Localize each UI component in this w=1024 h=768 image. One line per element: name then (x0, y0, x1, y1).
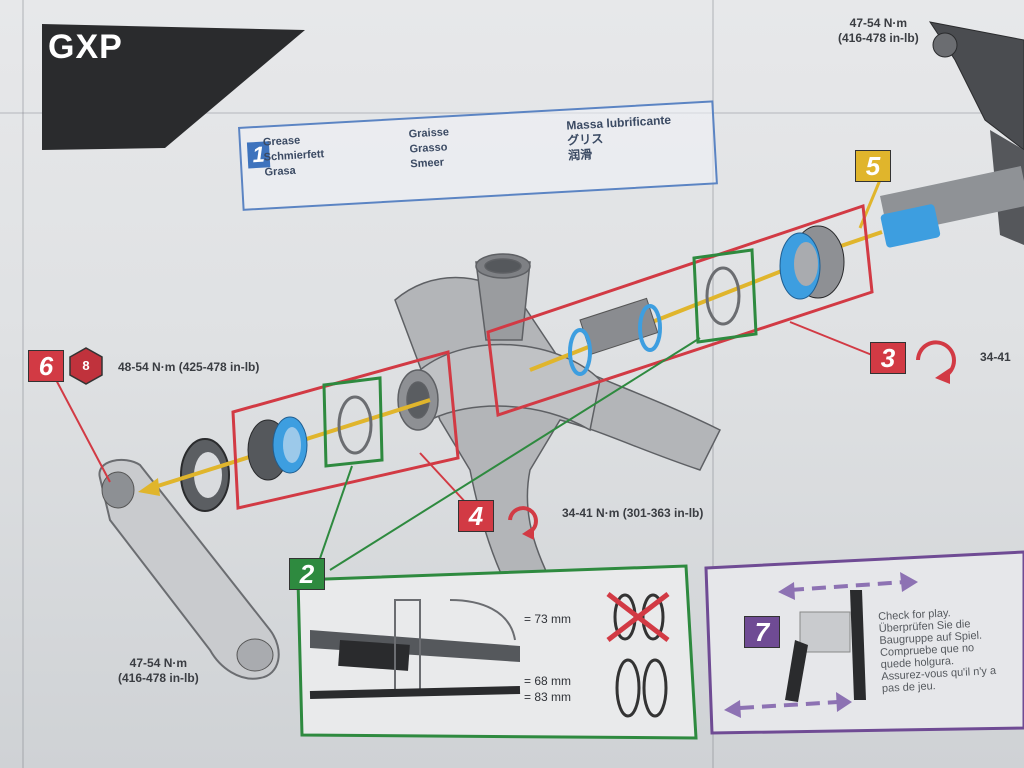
legend-entry: Grasa (264, 164, 297, 179)
callout-line (315, 465, 353, 571)
torque-label-step3: 34-41 (980, 350, 1011, 364)
play-check-illustration (724, 572, 918, 718)
torque-value: (416-478 in-lb) (838, 31, 919, 45)
hex-size-label: 8 (82, 358, 90, 373)
callout-line (858, 179, 882, 229)
torque-label-step6: 48-54 N·m (425-478 in-lb) (118, 360, 260, 374)
arrow-icon (522, 526, 534, 540)
step-badge-6: 6 (28, 350, 64, 382)
left-crank-arm (98, 458, 280, 680)
left-bearing-box (231, 350, 460, 510)
axle-line (834, 230, 883, 250)
caliper-illustration (309, 599, 521, 699)
torque-label-step4: 34-41 N·m (301-363 in-lb) (562, 506, 704, 520)
spacer-pair-icon (615, 658, 668, 718)
page-title: GXP (48, 28, 123, 66)
hex-wrench-icon (69, 347, 103, 385)
callout-line (419, 452, 469, 506)
spindle-sleeve (880, 204, 941, 248)
play-check-panel (704, 550, 1024, 735)
spacer-ring (337, 395, 373, 455)
right-crank-arm (880, 21, 1024, 248)
legend-column: Massa lubrificante グリス 润滑 (566, 113, 673, 164)
bb-sleeve (568, 297, 662, 376)
lock-ring (180, 438, 230, 512)
right-bearing-box (486, 203, 874, 417)
callout-line (53, 375, 111, 483)
step-badge-7: 7 (744, 616, 780, 648)
arrow-icon (138, 478, 160, 496)
check-play-text: Check for play. Überprüfen Sie die Baugr… (878, 605, 997, 695)
spacer-ring (705, 266, 741, 326)
left-spacer-box (322, 376, 384, 468)
torque-label-top-right: 47-54 N·m (416-478 in-lb) (838, 16, 919, 46)
left-bearing-cup (247, 416, 308, 481)
arrow-icon (935, 368, 950, 384)
torque-label-crank: 47-54 N·m (416-478 in-lb) (118, 656, 199, 686)
step-badge-5: 5 (855, 150, 891, 182)
torque-value: 47-54 N·m (129, 656, 188, 670)
legend-entry: Grasso (409, 141, 448, 156)
torque-value: 47-54 N·m (849, 16, 908, 30)
step-badge-2: 2 (289, 558, 325, 590)
legend-column: Graisse Grasso Smeer (408, 125, 451, 172)
title-banner (42, 24, 305, 150)
step-badge-4: 4 (458, 500, 494, 532)
shell-width-73: = 73 mm (524, 612, 572, 626)
paper-fold (712, 0, 714, 768)
step-badge-3: 3 (870, 342, 906, 374)
shell-width-83: = 83 mm (524, 690, 572, 704)
bike-frame (394, 253, 722, 611)
torque-value: (416-478 in-lb) (118, 671, 199, 685)
paper-fold (22, 0, 24, 768)
shell-width-68: = 68 mm (524, 674, 572, 688)
callout-line (789, 321, 873, 356)
right-bearing-cup (779, 225, 845, 300)
legend-entry: Smeer (410, 156, 445, 171)
rotation-arrow-icon (508, 340, 956, 534)
spacer-pair-crossed-icon (606, 592, 670, 642)
right-spacer-box (692, 248, 758, 344)
callout-line (329, 337, 701, 571)
legend-column: Grease Schmierfett Grasa (263, 132, 326, 180)
